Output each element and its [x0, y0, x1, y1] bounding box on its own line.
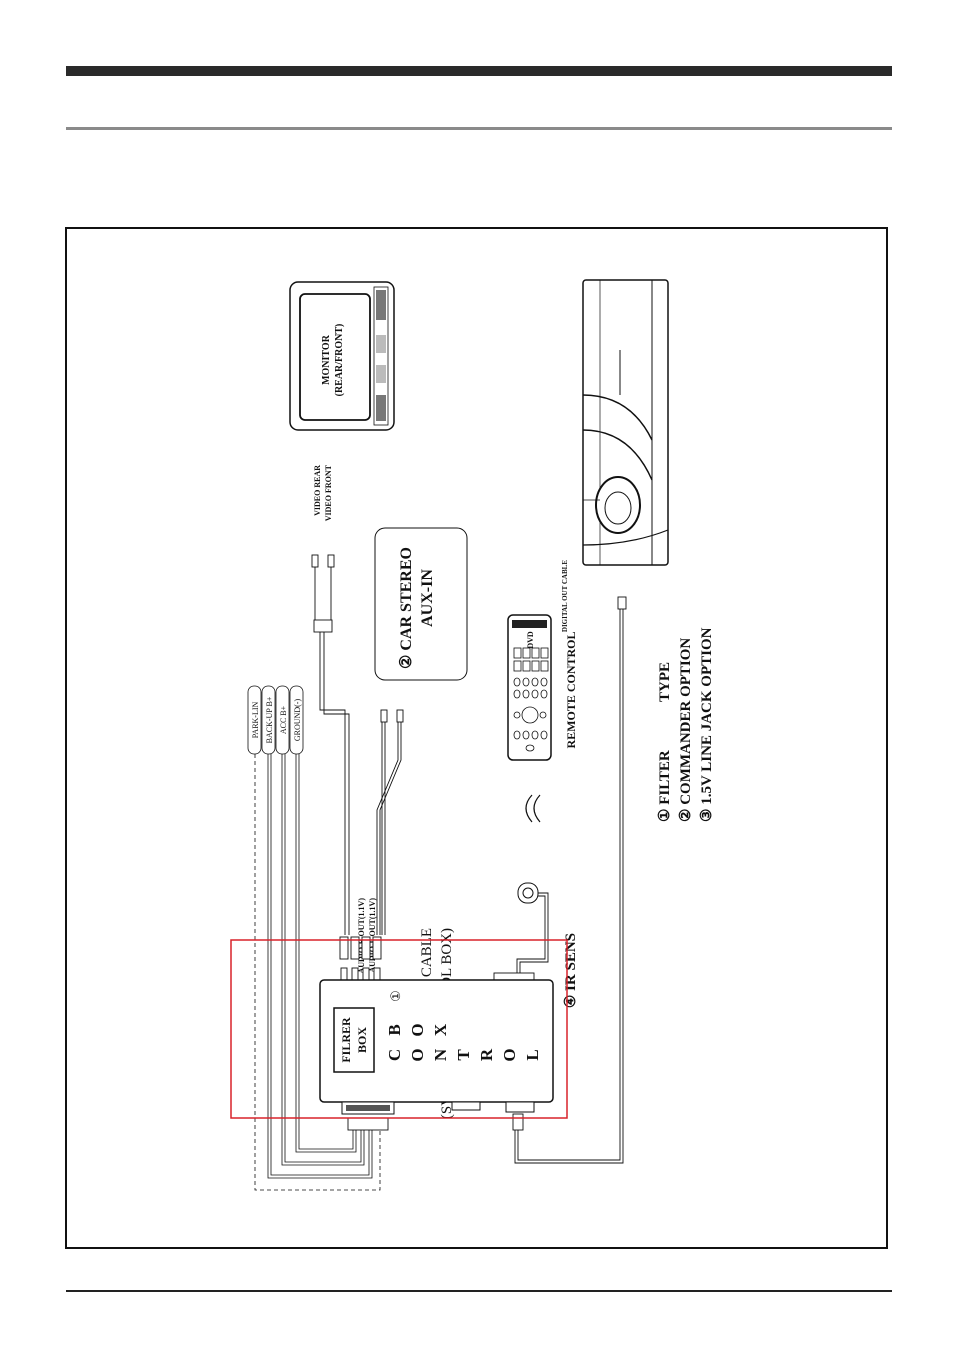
ir-signal-icon	[525, 794, 541, 823]
remote-brand: DVD	[526, 631, 535, 649]
svg-text:R: R	[477, 1048, 496, 1061]
filter-box-label-1: FILRER	[339, 1017, 353, 1063]
header-rule	[66, 127, 892, 130]
svg-text:B: B	[385, 1024, 404, 1035]
monitor: MONITOR (REAR/FRONT)	[289, 281, 395, 431]
audio-l-label: AUDIO-L OUT(1.1V)	[368, 898, 377, 973]
control-box-letters-box: B O X	[385, 1023, 450, 1036]
wire-park-lin: PARK-LIN	[251, 701, 260, 738]
remote-control: DVD	[507, 614, 552, 761]
digital-out-cable	[512, 596, 627, 1164]
control-box-number: ①	[388, 990, 403, 1002]
car-stereo: ② CAR STEREO AUX-IN	[374, 527, 468, 681]
monitor-label-2: (REAR/FRONT)	[334, 324, 345, 397]
video-rear-label: VIDEO REAR	[313, 465, 322, 516]
footer-rule	[66, 1290, 892, 1292]
filter-box-label-2: BOX	[355, 1027, 369, 1053]
svg-text:X: X	[431, 1023, 450, 1036]
audio-cable	[376, 709, 404, 935]
wire-back-up: BACK-UP B+	[265, 696, 274, 743]
power-wires	[254, 754, 381, 1191]
options-legend: ① FILTER TYPE ② COMMANDER OPTION ③ 1.5V …	[657, 627, 715, 822]
option-filter: ① FILTER	[657, 750, 673, 822]
svg-text:O: O	[408, 1048, 427, 1061]
monitor-label-1: MONITOR	[321, 334, 332, 385]
remote-control-label: REMOTE CONTROL	[564, 631, 578, 748]
wire-acc: ACC B+	[279, 705, 288, 734]
video-cable	[311, 554, 350, 935]
svg-text:C: C	[385, 1049, 404, 1061]
connector-pins	[339, 936, 535, 982]
control-box-letters-control: C O N T R O L	[385, 1048, 542, 1061]
audio-r-label: AUDIO-R OUT(1.1V)	[357, 898, 366, 974]
control-box-highlight	[230, 939, 568, 1119]
digital-out-cable-label: DIGITAL OUT CABLE	[561, 560, 569, 632]
svg-text:N: N	[431, 1048, 450, 1061]
option-line-jack: ③ 1.5V LINE JACK OPTION	[699, 627, 715, 822]
option-type: TYPE	[657, 662, 673, 702]
svg-text:L: L	[523, 1049, 542, 1060]
diagram-frame	[65, 227, 888, 1249]
video-front-label: VIDEO FRONT	[324, 464, 333, 521]
car-stereo-label-2: AUX-IN	[419, 569, 436, 627]
wire-ground: GROUND(-)	[293, 699, 302, 742]
ir-sensor	[516, 882, 549, 985]
head-unit	[582, 279, 669, 566]
control-box: FILRER BOX ① B O X C O N T R O L	[319, 979, 554, 1131]
ir-sens-label: ④ IR SENS	[563, 933, 579, 1008]
svg-text:O: O	[408, 1023, 427, 1036]
header-bar	[66, 66, 892, 76]
svg-text:T: T	[454, 1049, 473, 1061]
svg-text:O: O	[500, 1048, 519, 1061]
car-stereo-label-1: ② CAR STEREO	[398, 547, 415, 669]
power-wire-labels: PARK-LIN BACK-UP B+ ACC B+ GROUND(-)	[247, 685, 304, 755]
option-commander: ② COMMANDER OPTION	[678, 638, 694, 822]
